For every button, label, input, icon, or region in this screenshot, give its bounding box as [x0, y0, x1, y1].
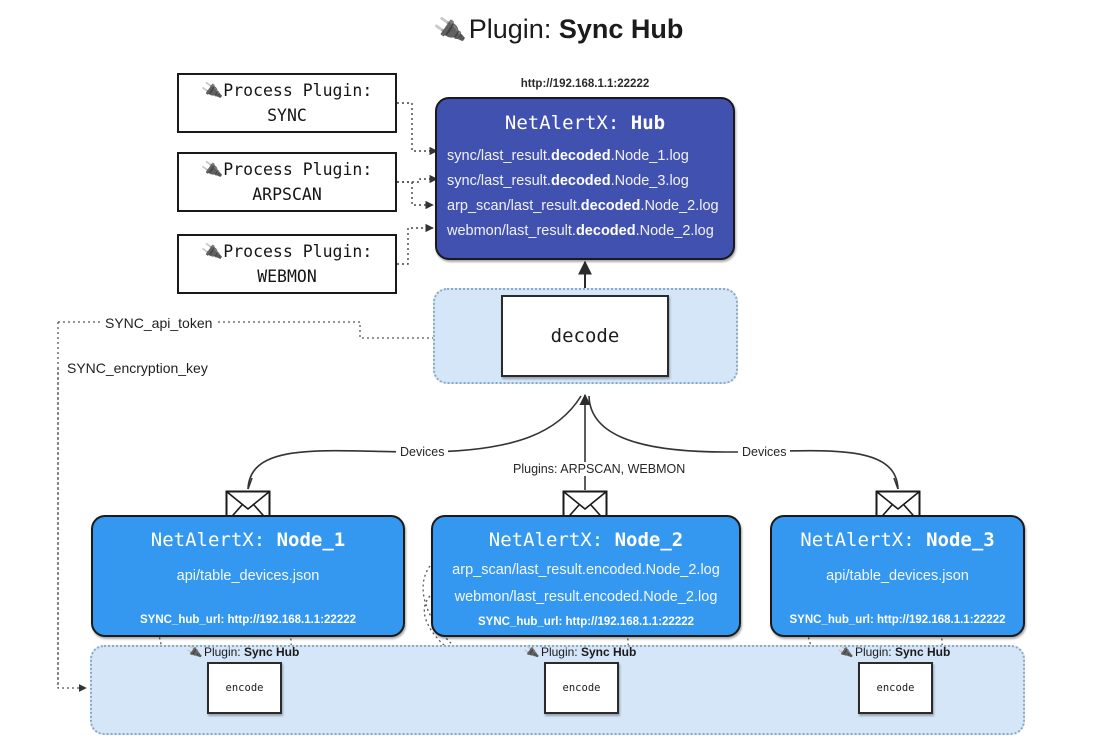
- page-title-strong: Sync Hub: [558, 14, 684, 44]
- node-line: webmon/last_result.encoded.Node_2.log: [454, 589, 718, 605]
- hub-title: NetAlertX: Hub: [504, 112, 666, 134]
- decode-box[interactable]: decode: [501, 295, 669, 377]
- process-plugin-sync-line1: 🔌Process Plugin:: [200, 79, 372, 104]
- process-plugin-webmon-line1: 🔌Process Plugin:: [200, 240, 372, 265]
- edge-label-devices-left: Devices: [396, 445, 449, 459]
- encode-label: encode: [562, 682, 601, 694]
- hub-log-line: sync/last_result.decoded.Node_1.log: [447, 148, 689, 164]
- plug-icon: 🔌: [431, 13, 467, 47]
- encode-label: encode: [876, 682, 915, 694]
- encode-label: encode: [225, 682, 264, 694]
- hub-node[interactable]: NetAlertX: Hub sync/last_result.decoded.…: [435, 97, 735, 260]
- node-2[interactable]: NetAlertX: Node_2 arp_scan/last_result.e…: [431, 515, 741, 637]
- node-line: arp_scan/last_result.encoded.Node_2.log: [452, 562, 720, 578]
- process-plugin-webmon-line2: WEBMON: [257, 266, 317, 286]
- node-3-title: NetAlertX: Node_3: [800, 529, 995, 551]
- node-2-lines: arp_scan/last_result.encoded.Node_2.log …: [433, 557, 739, 611]
- process-plugin-sync-line2: SYNC: [267, 105, 307, 125]
- plug-icon: 🔌: [836, 643, 855, 661]
- encode-box-2[interactable]: encode: [544, 662, 619, 714]
- edge-label-plugins: Plugins: ARPSCAN, WEBMON: [509, 462, 690, 476]
- edge-label-devices-right: Devices: [738, 445, 791, 459]
- hub-log-list: sync/last_result.decoded.Node_1.log sync…: [437, 144, 733, 244]
- encode-box-1[interactable]: encode: [207, 662, 282, 714]
- node-line: api/table_devices.json: [826, 568, 969, 584]
- hub-log-line: arp_scan/last_result.decoded.Node_2.log: [447, 198, 719, 214]
- node-2-title: NetAlertX: Node_2: [488, 529, 684, 551]
- process-plugin-arpscan[interactable]: 🔌Process Plugin: ARPSCAN: [177, 152, 397, 212]
- node-2-footer: SYNC_hub_url: http://192.168.1.1:22222: [477, 616, 695, 628]
- node-1-footer: SYNC_hub_url: http://192.168.1.1:22222: [139, 614, 357, 626]
- node-line: api/table_devices.json: [176, 568, 320, 584]
- process-plugin-arpscan-line1: 🔌Process Plugin:: [200, 158, 372, 183]
- node-3-lines: api/table_devices.json: [772, 563, 1023, 590]
- node-3-footer: SYNC_hub_url: http://192.168.1.1:22222: [789, 614, 1006, 626]
- process-plugin-webmon[interactable]: 🔌Process Plugin: WEBMON: [177, 234, 397, 294]
- hub-log-line: sync/last_result.decoded.Node_3.log: [447, 173, 689, 189]
- encode-box-3[interactable]: encode: [858, 662, 933, 714]
- node-3[interactable]: NetAlertX: Node_3 api/table_devices.json…: [770, 515, 1025, 637]
- page-title: 🔌Plugin: Sync Hub: [0, 13, 1117, 47]
- decode-label: decode: [550, 325, 620, 347]
- sync-encryption-key-label: SYNC_encryption_key: [62, 360, 213, 376]
- encode-1-plugin-tag: 🔌Plugin: Sync Hub: [185, 643, 300, 661]
- process-plugin-sync[interactable]: 🔌Process Plugin: SYNC: [177, 73, 397, 133]
- hub-log-line: webmon/last_result.decoded.Node_2.log: [447, 223, 714, 239]
- plug-icon: 🔌: [522, 643, 541, 661]
- sync-api-token-label: SYNC_api_token: [100, 315, 218, 331]
- plug-icon: 🔌: [200, 79, 224, 102]
- page-title-lead: Plugin:: [468, 14, 559, 44]
- node-1[interactable]: NetAlertX: Node_1 api/table_devices.json…: [91, 515, 405, 637]
- encode-2-plugin-tag: 🔌Plugin: Sync Hub: [522, 643, 637, 661]
- node-1-title: NetAlertX: Node_1: [150, 529, 346, 551]
- hub-url-label: http://192.168.1.1:22222: [520, 78, 650, 90]
- encode-3-plugin-tag: 🔌Plugin: Sync Hub: [836, 643, 951, 661]
- plug-icon: 🔌: [200, 158, 224, 181]
- node-1-lines: api/table_devices.json: [93, 563, 403, 590]
- process-plugin-arpscan-line2: ARPSCAN: [252, 184, 322, 204]
- plug-icon: 🔌: [200, 240, 224, 263]
- plug-icon: 🔌: [185, 643, 204, 661]
